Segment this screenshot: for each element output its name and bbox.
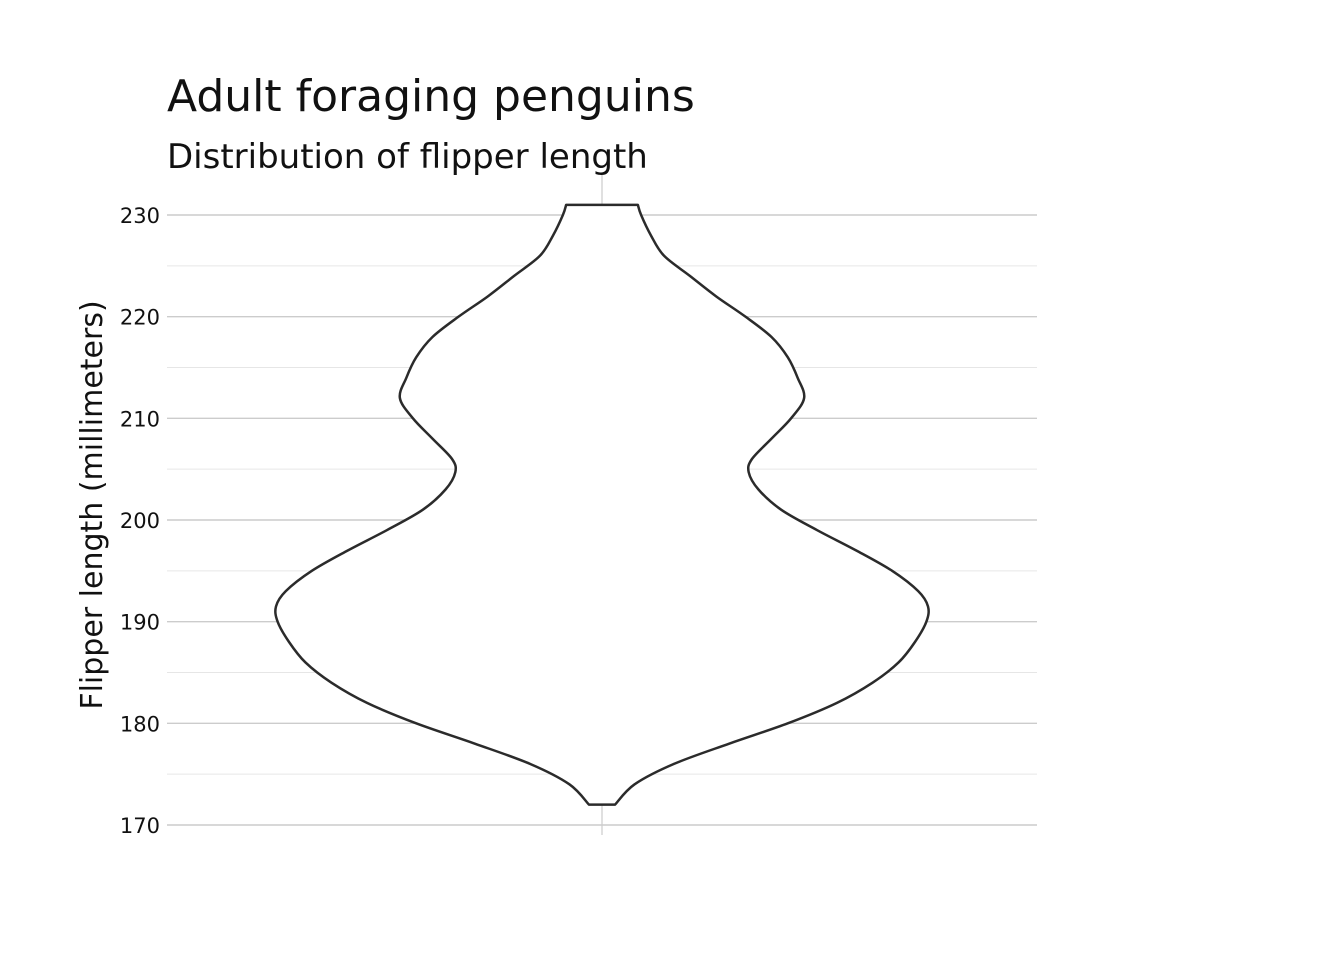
y-tick-label: 210 — [120, 407, 160, 431]
y-tick-label: 200 — [120, 509, 160, 533]
chart-title: Adult foraging penguins — [167, 71, 695, 122]
violin-shape — [274, 203, 930, 806]
y-tick-label: 170 — [120, 814, 160, 838]
y-axis-title: Flipper length (millimeters) — [75, 300, 110, 709]
y-axis-ticks: 170 180 190 200 210 220 230 — [120, 204, 160, 838]
chart-subtitle: Distribution of flipper length — [167, 137, 648, 177]
y-tick-label: 220 — [120, 306, 160, 330]
y-tick-label: 190 — [120, 611, 160, 635]
y-tick-label: 180 — [120, 712, 160, 736]
y-tick-label: 230 — [120, 204, 160, 228]
